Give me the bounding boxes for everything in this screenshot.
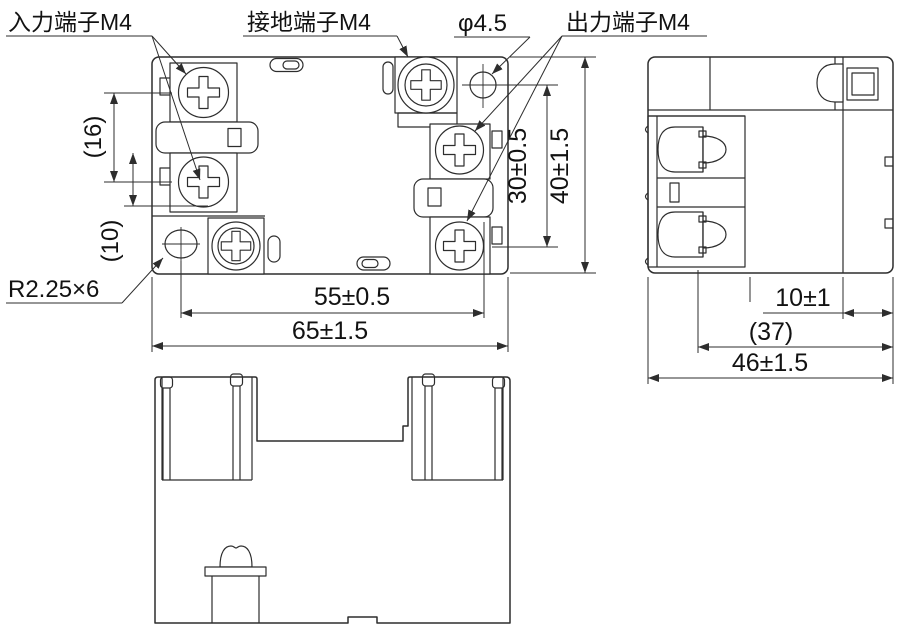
pill-slot-left [267, 235, 281, 263]
side-screw-a [657, 126, 727, 173]
output-terminal-callout: 出力端子M4 [466, 9, 707, 222]
side-view [644, 56, 894, 274]
right-notch-1 [884, 156, 893, 167]
pin [491, 376, 506, 480]
right-edge-tab-2 [491, 226, 503, 245]
dim-text-55: 55±0.5 [314, 283, 390, 311]
dim-text-37: (37) [749, 318, 793, 346]
front-view-body-outline [154, 376, 511, 624]
side-screw-head [816, 63, 879, 103]
output-terminal-label: 出力端子M4 [566, 9, 690, 35]
din-latch [204, 545, 267, 623]
right-edge-tab-1 [491, 130, 503, 149]
ground-terminal-screw-top [394, 56, 458, 128]
output-terminal-screw-1 [429, 123, 491, 180]
pin [229, 373, 244, 480]
dim-text-46: 46±1.5 [732, 349, 808, 377]
output-clamp-plate [413, 178, 494, 218]
mounting-slot-hole [162, 227, 200, 261]
dimension-graphics: (16) (10) 30±0.5 40±1.5 55±0.5 65±1.5 10… [80, 56, 894, 384]
dim-text-16: (16) [80, 116, 107, 159]
callout-labels: 入力端子M4 接地端子M4 φ4.5 出力端子M4 R2.25×6 [6, 9, 707, 304]
dim-text-10: (10) [97, 220, 124, 263]
left-edge-nubs [644, 125, 649, 266]
dim-text-40: 40±1.5 [546, 128, 574, 204]
ground-terminal-callout: 接地端子M4 [243, 9, 409, 58]
ground-screw-bottom [207, 217, 265, 275]
input-terminal-screw-2 [169, 152, 238, 213]
front-right-block [411, 377, 504, 481]
front-view [154, 373, 511, 624]
pin [421, 373, 436, 480]
mounting-slot-callout: R2.25×6 [6, 257, 164, 304]
pill-slot-top [382, 61, 394, 95]
ground-terminal-label: 接地端子M4 [247, 9, 371, 35]
hole-diameter-label: φ4.5 [458, 10, 507, 37]
output-terminal-screw-2 [429, 216, 491, 275]
hole-diameter-callout: φ4.5 [454, 10, 531, 75]
input-terminal-callout: 入力端子M4 [6, 9, 201, 181]
top-slot [269, 57, 304, 73]
mounting-slot-label: R2.25×6 [8, 276, 99, 303]
dim-text-10plus: 10±1 [775, 284, 830, 312]
input-terminal-screw-1 [169, 62, 238, 123]
side-screw-b [657, 211, 727, 258]
side-terminal-block [647, 115, 746, 268]
input-terminal-label: 入力端子M4 [8, 9, 132, 35]
dim-text-30: 30±0.5 [504, 128, 532, 204]
right-notch-2 [884, 218, 893, 229]
pin [159, 376, 174, 480]
bottom-slot [356, 256, 391, 271]
top-view [151, 56, 509, 275]
side-block-gap [657, 177, 745, 208]
mounting-hole-phi45 [462, 64, 497, 108]
front-terminal-pins [159, 373, 506, 480]
input-clamp-plate [155, 121, 259, 154]
front-left-block [161, 377, 253, 481]
dim-text-65: 65±1.5 [292, 317, 368, 345]
